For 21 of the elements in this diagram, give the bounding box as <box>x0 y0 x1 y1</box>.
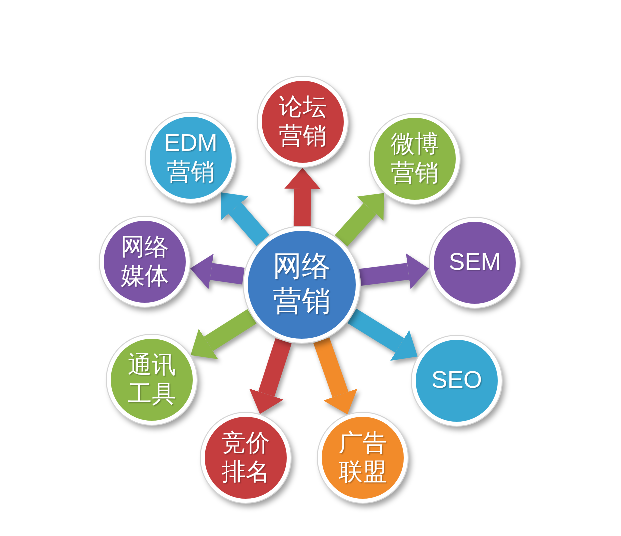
block-arrow <box>335 193 384 247</box>
circle-label: 网络营销 <box>272 250 332 320</box>
block-arrow <box>314 338 358 415</box>
circle-label: SEM <box>448 248 502 278</box>
circle-label: 通讯工具 <box>127 350 177 410</box>
topic-circle <box>318 413 408 503</box>
block-arrow <box>348 308 418 361</box>
topic-circle <box>412 336 502 426</box>
topic-circle <box>201 413 291 503</box>
block-arrow <box>359 254 430 290</box>
hub-circle <box>244 227 360 343</box>
circle-label: 网络媒体 <box>120 232 170 292</box>
circle-label: 微博营销 <box>390 130 440 188</box>
topic-circle <box>370 114 460 204</box>
block-arrow <box>190 309 257 360</box>
circle-label: 论坛营销 <box>278 92 328 152</box>
circle-label: 广告联盟 <box>338 428 388 488</box>
circle-label: SEO <box>430 366 484 396</box>
block-arrow <box>249 338 292 414</box>
circle-label: 竞价排名 <box>221 428 271 488</box>
circle-label: EDM营销 <box>163 128 219 188</box>
